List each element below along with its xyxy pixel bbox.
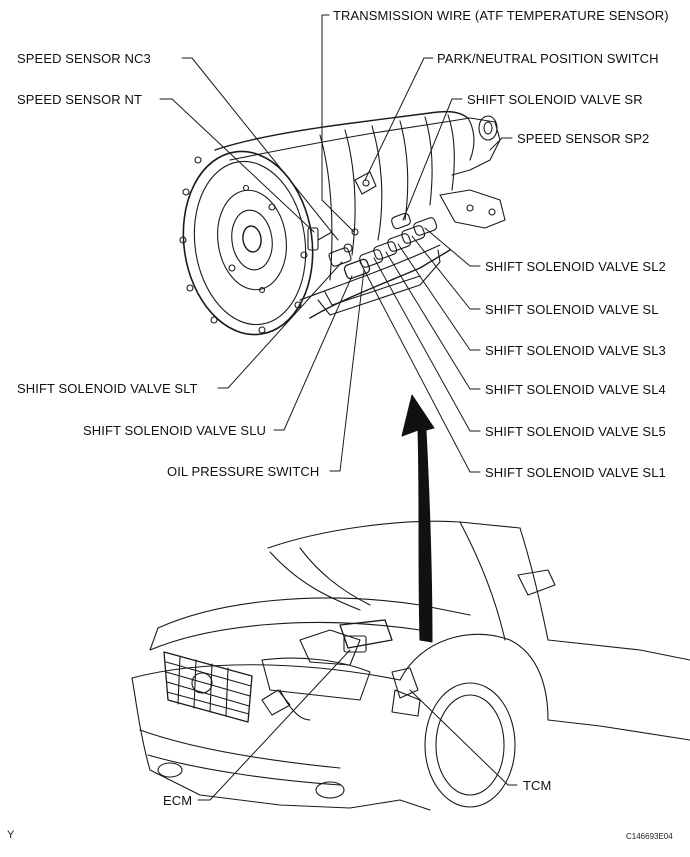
label-shift-solenoid-sl5: SHIFT SOLENOID VALVE SL5 [485,424,666,439]
label-shift-solenoid-sl1: SHIFT SOLENOID VALVE SL1 [485,465,666,480]
label-shift-solenoid-slu: SHIFT SOLENOID VALVE SLU [83,423,267,438]
label-ecm: ECM [163,793,193,808]
label-shift-solenoid-sl2: SHIFT SOLENOID VALVE SL2 [485,259,666,274]
label-shift-solenoid-slt: SHIFT SOLENOID VALVE SLT [17,381,198,396]
label-shift-solenoid-sl3: SHIFT SOLENOID VALVE SL3 [485,343,666,358]
location-arrow [401,394,435,643]
transmission-illustration [179,110,506,336]
label-shift-solenoid-sl: SHIFT SOLENOID VALVE SL [485,302,659,317]
label-transmission-wire: TRANSMISSION WIRE (ATF TEMPERATURE SENSO… [333,8,669,23]
label-shift-solenoid-sr: SHIFT SOLENOID VALVE SR [467,92,643,107]
label-oil-pressure-switch: OIL PRESSURE SWITCH [167,464,320,479]
figure-code: C146693E04 [626,832,673,841]
label-speed-sensor-nc3: SPEED SENSOR NC3 [17,51,151,66]
label-park-neutral-switch: PARK/NEUTRAL POSITION SWITCH [437,51,659,66]
vehicle-illustration [131,520,690,811]
leader-lines [159,14,518,801]
corner-mark-y: Y [7,829,15,841]
label-speed-sensor-nt: SPEED SENSOR NT [17,92,143,107]
label-speed-sensor-sp2: SPEED SENSOR SP2 [517,131,650,146]
label-tcm: TCM [523,778,552,793]
label-shift-solenoid-sl4: SHIFT SOLENOID VALVE SL4 [485,382,666,397]
